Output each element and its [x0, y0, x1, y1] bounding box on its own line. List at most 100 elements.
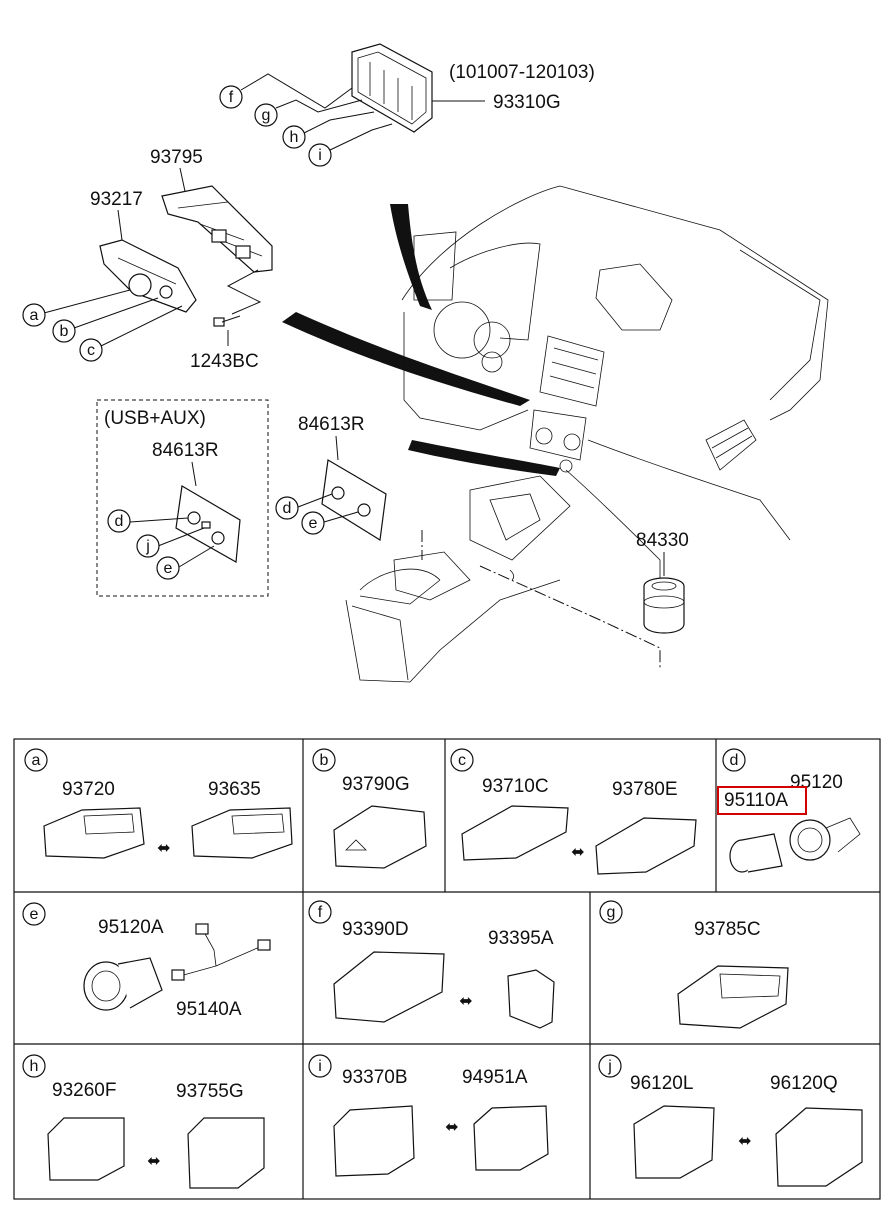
- part-93635-label: 93635: [208, 779, 261, 800]
- callout-g: g: [254, 103, 278, 127]
- switch-93720: [43, 807, 145, 859]
- exploded-view: (101007-120103) 93310G f g h i 93795 932…: [22, 43, 829, 683]
- part-95110A-label: 95110A: [724, 790, 788, 811]
- highlight-95110A: [717, 786, 807, 815]
- svg-text:j: j: [145, 538, 150, 555]
- svg-text:a: a: [30, 307, 39, 324]
- cell-h: h 93260F 93755G ⬌: [22, 1054, 265, 1189]
- switch-93260F: [47, 1117, 125, 1181]
- svg-text:d: d: [283, 500, 292, 517]
- switch-93780E: [595, 817, 697, 875]
- swap-arrow-a: ⬌: [157, 840, 170, 857]
- svg-text:b: b: [60, 323, 69, 340]
- part-93260F-label: 93260F: [52, 1080, 116, 1101]
- pointer-wedge-2: [282, 312, 530, 406]
- jack-96120Q: [775, 1107, 863, 1187]
- cell-g: g 93785C: [599, 900, 789, 1029]
- cell-j: j 96120L 96120Q ⬌: [598, 1054, 863, 1187]
- part-95140A-label: 95140A: [176, 999, 242, 1020]
- part-93390D-label: 93390D: [342, 919, 409, 940]
- part-95120A-label: 95120A: [98, 917, 164, 938]
- usb-aux-label: (USB+AUX): [104, 408, 206, 429]
- svg-text:f: f: [318, 904, 323, 921]
- svg-text:a: a: [32, 752, 41, 769]
- callout-a: a: [22, 303, 46, 327]
- cover-93395A: [507, 969, 555, 1029]
- switch-93790G: [333, 805, 427, 869]
- part-84613R-label: 84613R: [298, 414, 365, 435]
- part-93780E-label: 93780E: [612, 779, 678, 800]
- switch-93370B: [333, 1105, 415, 1177]
- date-range-label: (101007-120103): [449, 62, 595, 83]
- svg-text:g: g: [607, 904, 616, 921]
- svg-text:c: c: [87, 342, 95, 359]
- part-93310G-label: 93310G: [493, 92, 561, 113]
- cell-i: i 93370B 94951A ⬌: [308, 1054, 549, 1177]
- part-93795-label: 93795: [150, 147, 203, 168]
- switch-93755G: [187, 1117, 265, 1189]
- svg-text:e: e: [30, 906, 39, 923]
- callout-f: f: [219, 85, 243, 109]
- switch-93635: [191, 807, 293, 859]
- part-96120L-label: 96120L: [630, 1073, 693, 1094]
- swap-arrow-c: ⬌: [571, 844, 584, 861]
- part-93785C-label: 93785C: [694, 919, 761, 940]
- svg-text:c: c: [458, 752, 466, 769]
- switch-housing-93310G: [351, 43, 485, 133]
- cell-b: b 93790G: [312, 748, 427, 869]
- svg-text:b: b: [320, 752, 329, 769]
- svg-text:j: j: [607, 1058, 612, 1075]
- panel-84613R: [321, 459, 387, 542]
- callout-j-usb: j: [136, 534, 160, 558]
- part-93755G-label: 93755G: [176, 1081, 244, 1102]
- svg-text:e: e: [309, 515, 318, 532]
- part-1243BC-label: 1243BC: [190, 351, 259, 372]
- switch-94951A: [473, 1105, 549, 1171]
- switch-93710C: [461, 805, 569, 861]
- part-93217-label: 93217: [90, 189, 143, 210]
- swap-arrow-f: ⬌: [459, 993, 472, 1010]
- part-93790G-label: 93790G: [342, 774, 410, 795]
- part-93710C-label: 93710C: [482, 776, 549, 797]
- part-96120Q-label: 96120Q: [770, 1073, 838, 1094]
- svg-text:d: d: [730, 752, 739, 769]
- dashboard-illustration: [345, 185, 829, 683]
- cell-d: d 95120 95110A: [717, 748, 861, 873]
- usb-aux-box: [96, 399, 269, 597]
- bezel-93217: [99, 239, 197, 313]
- callout-i: i: [308, 143, 332, 167]
- swap-arrow-h: ⬌: [147, 1153, 160, 1170]
- part-93370B-label: 93370B: [342, 1067, 408, 1088]
- svg-text:i: i: [318, 147, 322, 164]
- socket-84330: [643, 577, 685, 634]
- cell-c: c 93710C 93780E ⬌: [450, 748, 697, 875]
- svg-text:h: h: [290, 129, 299, 146]
- ring-95120: [789, 819, 831, 861]
- callout-e: e: [301, 511, 325, 535]
- part-93395A-label: 93395A: [488, 928, 554, 949]
- svg-text:i: i: [318, 1058, 322, 1075]
- bracket-93795: [161, 185, 273, 273]
- callout-h: h: [282, 125, 306, 149]
- cell-e: e 95120A 95140A: [22, 902, 271, 1020]
- callout-d: d: [275, 496, 299, 520]
- part-95120-label: 95120: [790, 772, 843, 793]
- part-94951A-label: 94951A: [462, 1067, 528, 1088]
- pointer-wedge-3: [408, 440, 560, 476]
- swap-arrow-i: ⬌: [445, 1119, 458, 1136]
- callout-d-usb: d: [107, 509, 131, 533]
- cell-a: a 93720 93635 ⬌: [24, 748, 293, 859]
- svg-text:g: g: [262, 107, 271, 124]
- part-84613R-usb-label: 84613R: [152, 440, 219, 461]
- svg-text:f: f: [229, 89, 234, 106]
- part-93720-label: 93720: [62, 779, 115, 800]
- switch-93390D: [333, 951, 445, 1023]
- switch-93785C: [677, 965, 789, 1029]
- pointer-wedge-1: [390, 204, 432, 310]
- screw-1243BC: [213, 315, 241, 327]
- svg-text:d: d: [115, 513, 124, 530]
- parts-grid: a 93720 93635 ⬌ b 93790G c 93710C 93780E…: [13, 738, 881, 1200]
- callout-c: c: [79, 338, 103, 362]
